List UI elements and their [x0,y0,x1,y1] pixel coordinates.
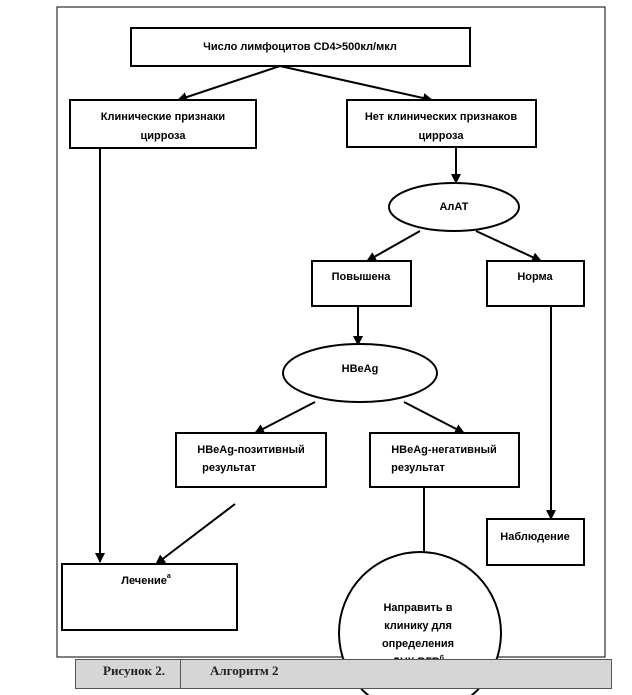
node-hbeag: HBeAg [282,343,438,403]
node-observation: Наблюдение [486,518,585,566]
node-refer-line2: клинику для [384,620,452,632]
node-alat-label: АлАТ [439,201,468,213]
node-hbeag-positive-line2: результат [202,462,256,474]
node-hbeag-positive: HBeAg-позитивный результат [175,432,327,488]
edge-positive-to-treatment [155,503,236,565]
figure-number: Рисунок 2. [103,663,166,678]
node-no-cirrhosis-signs-line1: Нет клинических признаков [365,111,518,123]
node-hbeag-negative-line1: HBeAg-негативный [391,444,497,456]
node-treatment-text: Лечение [121,575,167,587]
node-cd4-label: Число лимфоцитов CD4>500кл/мкл [203,41,397,53]
node-alat: АлАТ [388,182,520,232]
edge-hbeag-to-negative [403,401,465,434]
node-hbeag-negative-line2: результат [391,462,445,474]
caption-divider [180,660,181,688]
node-refer-line3: определения [382,638,454,650]
node-elevated-label: Повышена [332,271,392,283]
node-hbeag-negative: HBeAg-негативный результат [369,432,520,488]
node-cirrhosis-signs-line2: цирроза [141,130,187,142]
edge-cd4-to-no-cirrhosis [279,65,433,103]
edge-cd4-to-cirrhosis [177,65,281,102]
diagram-frame [56,6,606,658]
node-normal: Норма [486,260,585,307]
node-no-cirrhosis-signs-line2: цирроза [419,130,465,142]
edge-hbeag-to-positive [254,401,316,434]
node-treatment-label: Лечениеа [121,573,171,587]
figure-caption-bar: Рисунок 2. Алгоритм 2 [75,659,612,689]
edge-alat-to-elevated [366,230,421,262]
edges [95,65,556,577]
node-cirrhosis-signs-line1: Клинические признаки [101,111,225,123]
node-refer-line1: Направить в [383,602,452,614]
node-treatment-footnote: а [167,573,171,580]
node-refer-footnote: б [440,654,445,662]
node-cirrhosis-signs: Клинические признаки цирроза [69,99,257,149]
node-observation-label: Наблюдение [500,531,569,543]
node-cd4: Число лимфоцитов CD4>500кл/мкл [130,27,471,67]
node-normal-label: Норма [517,271,553,283]
node-elevated: Повышена [311,260,412,307]
node-treatment: Лечениеа [61,563,238,631]
edge-alat-to-normal [475,230,542,262]
node-hbeag-positive-line1: HBeAg-позитивный [197,444,305,456]
node-hbeag-label: HBeAg [342,363,379,375]
figure-title: Алгоритм 2 [210,663,279,678]
node-no-cirrhosis-signs: Нет клинических признаков цирроза [346,99,537,148]
